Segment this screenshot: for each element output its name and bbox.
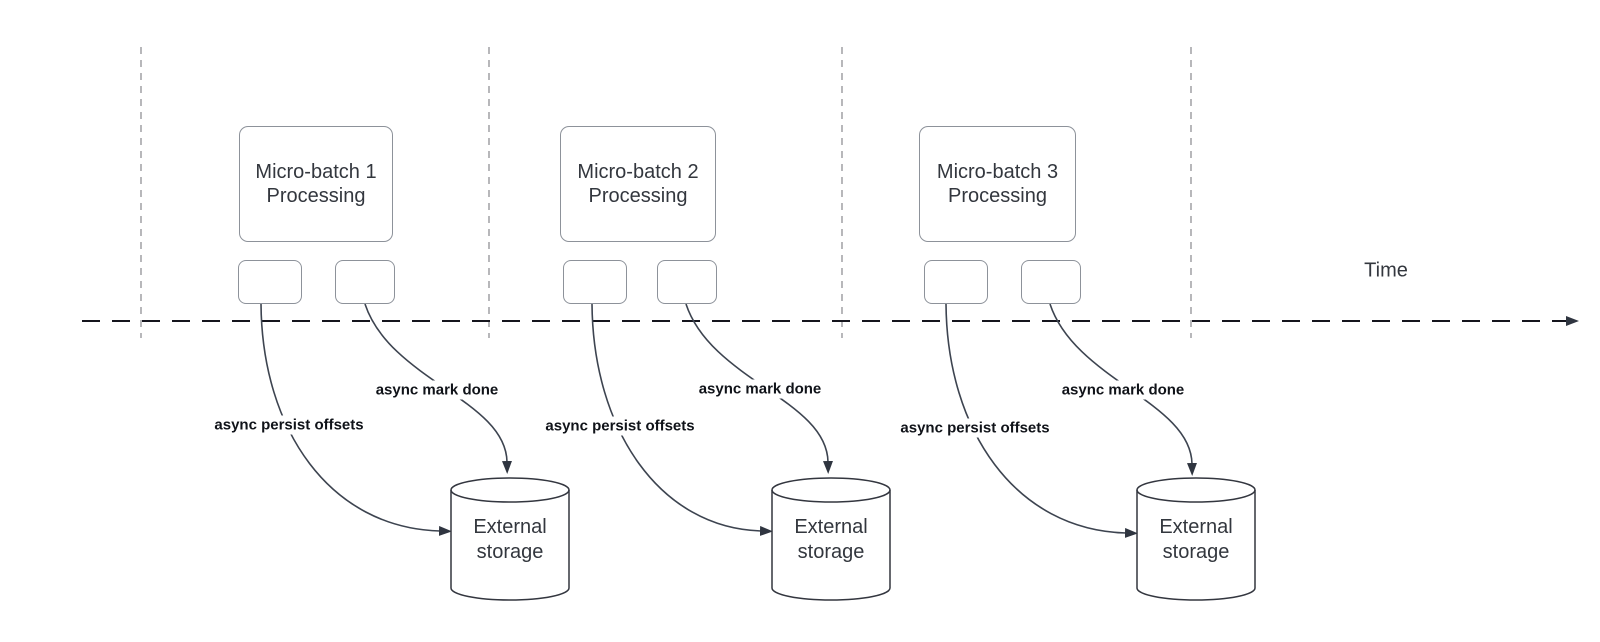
async-persist-offsets-label-3: async persist offsets xyxy=(897,418,1053,438)
storage-cylinder-1 xyxy=(450,477,570,601)
storage-cylinder-3 xyxy=(1136,477,1256,601)
time-axis-label: Time xyxy=(1364,259,1408,282)
storage-cylinder-2-body xyxy=(771,477,891,601)
mark-done-task-rect-3 xyxy=(1021,260,1081,304)
async-mark-done-label-3: async mark done xyxy=(1058,380,1188,400)
persist-task-rect-1 xyxy=(238,260,302,304)
micro-batch-2-label: Micro-batch 2 Processing xyxy=(577,161,699,207)
micro-batch-3-label: Micro-batch 3 Processing xyxy=(936,161,1059,207)
external-storage-label-2: External storage xyxy=(794,516,868,563)
async-persist-offsets-label-1: async persist offsets xyxy=(211,415,367,435)
async-mark-done-label-1: async mark done xyxy=(372,380,502,400)
micro-batch-2-box: Micro-batch 2 Processing xyxy=(560,126,716,242)
micro-batch-3-box: Micro-batch 3 Processing xyxy=(919,126,1076,242)
micro-batch-1-box: Micro-batch 1 Processing xyxy=(239,126,393,242)
mark-done-task-rect-1 xyxy=(335,260,395,304)
storage-cylinder-1-rim xyxy=(450,489,570,503)
persist-offsets-arrow-3 xyxy=(945,303,1138,538)
storage-cylinder-1-body xyxy=(450,477,570,601)
mark-done-task-rect-2 xyxy=(657,260,717,304)
storage-cylinder-2 xyxy=(771,477,891,601)
async-persist-offsets-label-2: async persist offsets xyxy=(542,416,698,436)
persist-task-rect-2 xyxy=(563,260,627,304)
storage-cylinder-3-rim xyxy=(1136,489,1256,503)
async-mark-done-label-2: async mark done xyxy=(695,379,825,399)
storage-cylinder-2-rim xyxy=(771,489,891,503)
persist-task-rect-3 xyxy=(924,260,988,304)
storage-cylinder-3-body xyxy=(1136,477,1256,601)
external-storage-label-1: External storage xyxy=(473,516,547,563)
persist-offsets-arrow-1 xyxy=(260,303,452,536)
external-storage-label-3: External storage xyxy=(1159,516,1233,563)
persist-offsets-arrow-2 xyxy=(591,303,773,536)
micro-batch-1-label: Micro-batch 1 Processing xyxy=(255,161,377,207)
